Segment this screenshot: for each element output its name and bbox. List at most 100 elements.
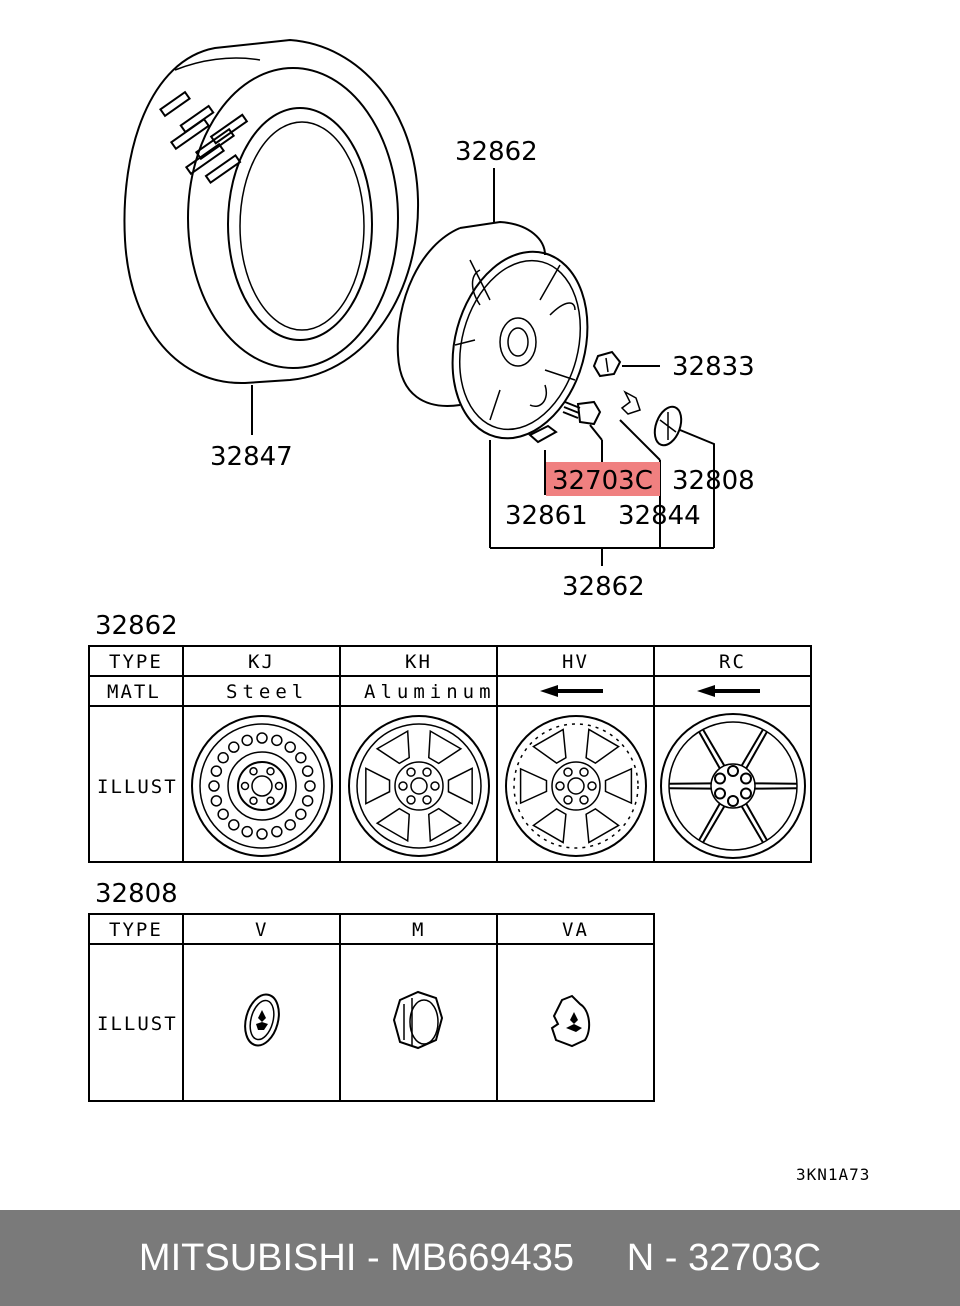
vent-hole [284,819,296,831]
diagram-code: 3KN1A73 [796,1165,870,1184]
lug-nut [727,765,739,777]
wheel-illustration [396,168,589,548]
wheel-table-type-header: TYPE [109,651,163,673]
vent-hole [295,752,307,764]
lug-nut [714,787,727,800]
lug-nut [555,781,565,791]
vent-hole [271,734,283,747]
wheel-window [375,807,411,843]
callout-32703C[interactable]: 32703C [552,466,653,496]
wheel-type-kh: KH [405,651,432,673]
vent-hole [241,825,253,838]
highlight-box [546,462,660,496]
wheel-window [532,728,567,765]
footer-part-text: MITSUBISHI - MB669435 N - 32703C [138,1236,822,1279]
wheel-table-matl-header: MATL [107,681,161,703]
callout-32833: 32833 [672,352,755,382]
cap-type-va: VA [562,919,589,941]
lug-nut [579,767,589,777]
tire-illustration [123,38,420,435]
lug-nut [727,795,739,807]
wheel-bolt-icon [562,400,603,462]
aluminum-wheel-hv-icon [505,715,647,857]
wheel-table [88,645,812,863]
left-arrow-icon [697,685,760,697]
callout-32847: 32847 [210,442,293,472]
lug-hole [266,767,275,776]
cap-table [88,913,655,1102]
spoke-line [698,731,721,769]
lug-nut [563,795,573,805]
lug-hole [249,767,258,776]
vent-hole [256,828,268,840]
vent-hole [241,734,253,747]
vent-hole [304,780,316,792]
lug-hole [266,796,275,805]
aluminum-wheel-rc-icon [660,713,806,859]
vent-hole [284,741,296,753]
callout-32861: 32861 [505,501,588,531]
vent-hole [208,780,220,792]
spoke-line [702,805,726,844]
wheel-matl-kj: Steel [226,681,308,703]
cap-table-type-header: TYPE [109,919,163,941]
lug-nut [406,767,416,777]
cap-table-illust-header: ILLUST [97,1013,178,1035]
vent-hole [217,808,229,820]
wheel-window [585,728,620,765]
callout-32862-top: 32862 [455,137,538,167]
wheel-window [375,729,411,765]
spoke-line [740,805,764,844]
center-cap-v-icon [244,993,280,1047]
balance-weight-icon [528,424,558,495]
tire-sidewall-lettering [159,90,249,184]
cap-type-m: M [412,919,425,941]
lug-hole [249,796,258,805]
center-cap-icon [653,405,715,548]
center-cap-m-icon [392,990,444,1050]
left-arrow-icon [540,685,603,697]
wheel-window [427,729,463,765]
wheel-window [532,807,567,844]
spoke-line [702,728,726,767]
lug-hole [240,781,250,791]
wheel-nut-icon [592,350,660,378]
vent-hole [301,765,314,777]
vent-hole [210,795,223,807]
vent-hole [217,752,229,764]
wheel-window [585,807,620,844]
wheel-type-kj: KJ [248,651,275,673]
lug-nut [739,772,752,785]
wheel-table-title: 32862 [95,611,178,641]
wheel-window [365,767,391,805]
parts-diagram: 32847 32862 32833 32808 [88,38,870,1184]
vent-hole [301,795,314,807]
callout-32862-assembly: 32862 [562,572,645,602]
lug-nut [398,781,408,791]
wheel-window [604,767,633,805]
lug-nut [587,781,597,791]
wheel-window [519,767,548,805]
lug-nut [563,767,573,777]
vent-hole [210,765,223,777]
lug-nut [422,795,432,805]
wheel-window [447,767,473,805]
callout-32844: 32844 [618,501,701,531]
lug-nut [430,781,440,791]
steel-wheel-kj-icon [191,715,333,857]
wheel-type-hv: HV [562,651,589,673]
lug-nut [714,772,727,785]
center-cap-va-icon [550,994,591,1048]
lug-nut [579,795,589,805]
lug-nut [739,787,752,800]
spoke-line [745,803,768,841]
aluminum-wheel-kh-icon [348,715,490,857]
wheel-window [427,807,463,843]
spoke-line [698,803,721,841]
vent-hole [271,825,283,838]
lug-nut [406,795,416,805]
callout-32808: 32808 [672,466,755,496]
lug-nut [422,767,432,777]
footer-bar: MITSUBISHI - MB669435 N - 32703C [0,1210,960,1306]
cap-type-v: V [255,919,268,941]
